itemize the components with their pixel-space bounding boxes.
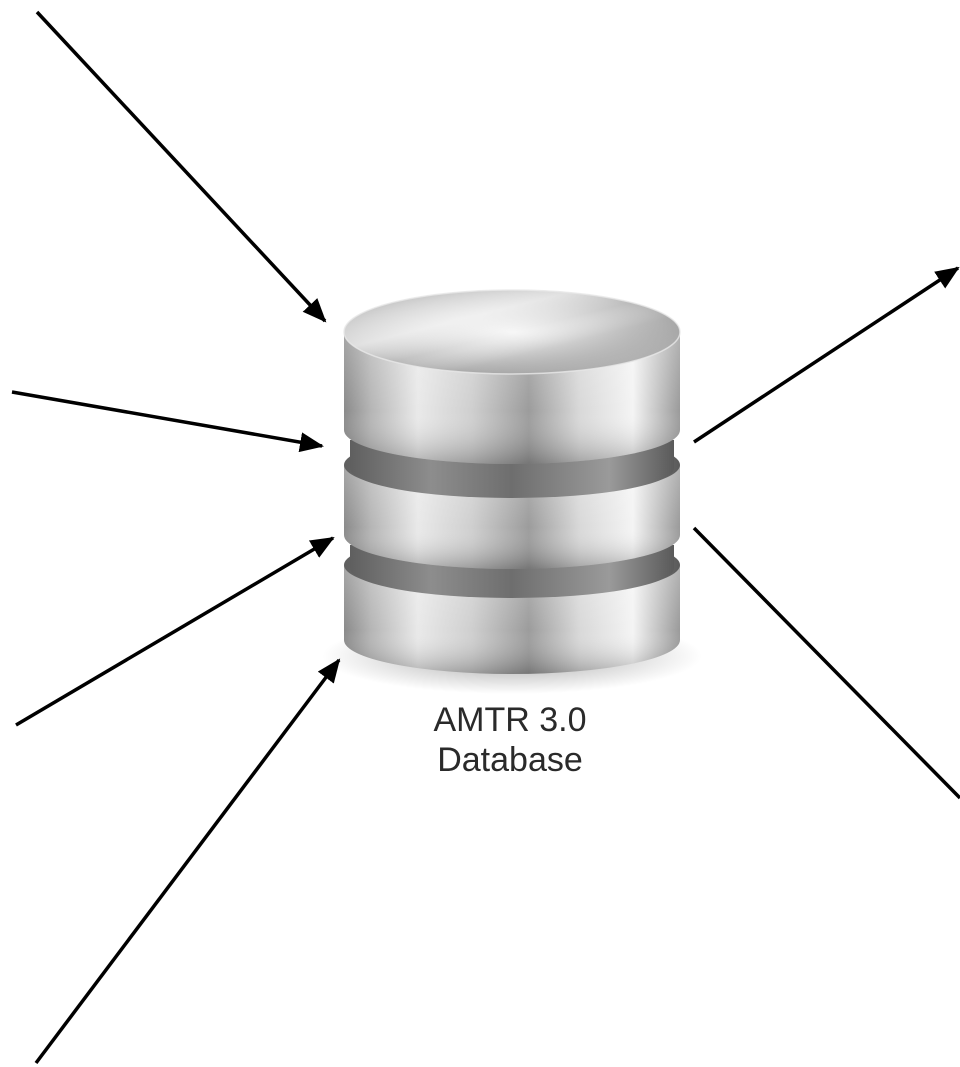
incoming-arrows bbox=[11, 10, 341, 1065]
database-label: AMTR 3.0 Database bbox=[380, 700, 640, 780]
outgoing-arrow-lower-right bbox=[692, 526, 960, 800]
database-label-line2: Database bbox=[437, 741, 583, 779]
incoming-arrow-lower-left bbox=[15, 536, 335, 727]
database-cylinder-icon bbox=[322, 289, 702, 694]
incoming-arrow-bottom-left bbox=[34, 658, 341, 1065]
incoming-arrow-left bbox=[11, 390, 324, 453]
outgoing-arrow-upper-right bbox=[693, 266, 960, 444]
database-label-line1: AMTR 3.0 bbox=[433, 701, 587, 739]
outgoing-arrows bbox=[692, 266, 960, 800]
incoming-arrow-top-left bbox=[35, 10, 327, 323]
database-tier-top bbox=[343, 289, 681, 464]
